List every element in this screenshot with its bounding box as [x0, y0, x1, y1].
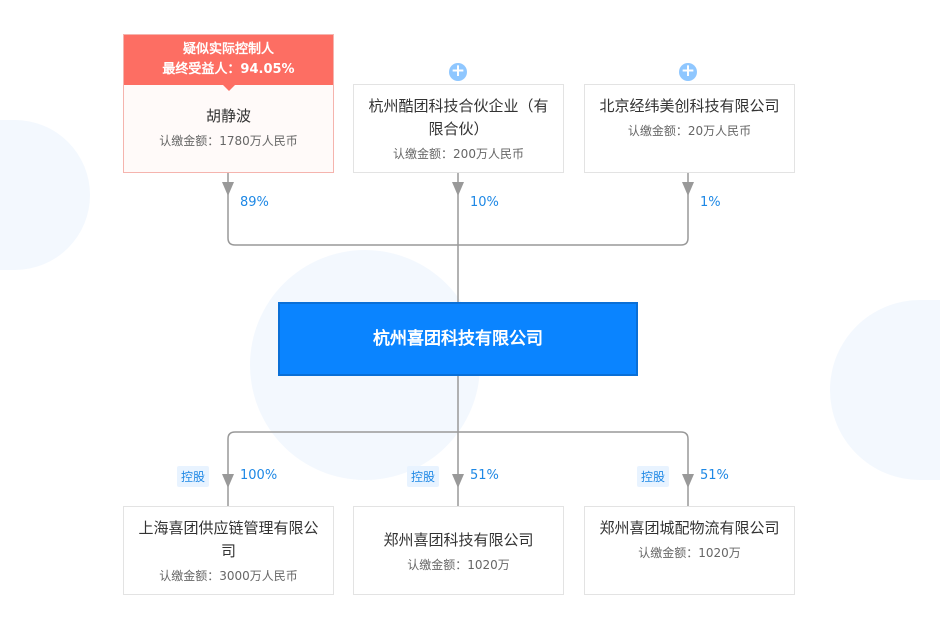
holding-tag: 控股	[637, 466, 670, 487]
shareholder-card[interactable]: 杭州酷团科技合伙企业（有限合伙） 认缴金额：200万人民币	[353, 84, 564, 173]
share-percent: 89%	[240, 195, 269, 210]
arrow-icon	[682, 474, 694, 488]
shareholder-capital: 认缴金额：20万人民币	[627, 124, 752, 138]
share-percent: 1%	[700, 195, 721, 210]
shareholder-name[interactable]: 北京经纬美创科技有限公司	[599, 97, 780, 115]
holding-tag: 控股	[407, 466, 440, 487]
subsidiary-name[interactable]: 上海喜团供应链管理有限公司	[138, 519, 319, 560]
subsidiary-card[interactable]: 郑州喜团科技有限公司 认缴金额：1020万	[353, 506, 564, 595]
holding-tag: 控股	[177, 466, 210, 487]
subsidiary-card[interactable]: 郑州喜团城配物流有限公司 认缴金额：1020万	[584, 506, 795, 595]
shareholder-name[interactable]: 胡静波	[205, 107, 251, 125]
shareholder-card[interactable]: 疑似实际控制人 最终受益人：94.05% 胡静波 认缴金额：1780万人民币	[123, 34, 334, 173]
subsidiary-name[interactable]: 郑州喜团科技有限公司	[383, 531, 534, 549]
share-percent: 51%	[470, 468, 499, 483]
shareholder-capital: 认缴金额：200万人民币	[393, 147, 524, 161]
arrow-icon	[222, 474, 234, 488]
arrow-icon	[682, 182, 694, 196]
arrow-icon	[222, 182, 234, 196]
company-name: 杭州喜团科技有限公司	[373, 329, 543, 349]
subsidiary-capital: 认缴金额：3000万人民币	[159, 569, 298, 583]
subsidiary-card[interactable]: 上海喜团供应链管理有限公司 认缴金额：3000万人民币	[123, 506, 334, 595]
arrow-icon	[452, 474, 464, 488]
subsidiary-capital: 认缴金额：1020万	[407, 558, 510, 572]
shareholder-name[interactable]: 杭州酷团科技合伙企业（有限合伙）	[368, 97, 549, 138]
share-percent: 51%	[700, 468, 729, 483]
shareholder-capital: 认缴金额：1780万人民币	[159, 134, 298, 148]
badge-line: 最终受益人：94.05%	[162, 62, 295, 77]
plus-icon[interactable]: +	[679, 61, 697, 81]
arrow-icon	[452, 182, 464, 196]
subsidiary-capital: 认缴金额：1020万	[638, 546, 741, 560]
subsidiary-name[interactable]: 郑州喜团城配物流有限公司	[599, 519, 780, 537]
shareholder-card[interactable]: 北京经纬美创科技有限公司 认缴金额：20万人民币	[584, 84, 795, 173]
badge-line: 疑似实际控制人	[182, 42, 274, 57]
company-node[interactable]: 杭州喜团科技有限公司	[278, 302, 638, 376]
controller-badge: 疑似实际控制人 最终受益人：94.05%	[124, 35, 333, 91]
share-percent: 100%	[240, 468, 278, 483]
plus-icon[interactable]: +	[449, 61, 467, 81]
share-percent: 10%	[470, 195, 499, 210]
